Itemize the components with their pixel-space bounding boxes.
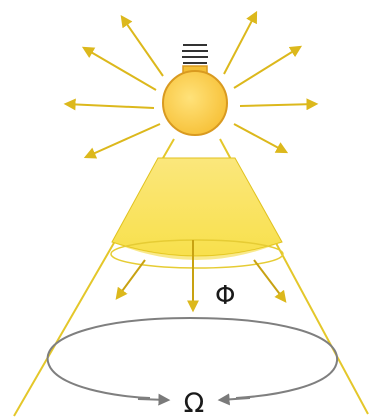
light-bulb-icon (163, 45, 227, 135)
solid-angle-ellipse (48, 318, 337, 398)
light-beam (14, 139, 368, 416)
ray-up-left (122, 17, 163, 76)
ray-right (240, 104, 316, 106)
solid-angle-arrow-right (220, 398, 250, 400)
solid-angle-label: Ω (184, 388, 205, 419)
ray-upper-right (234, 47, 300, 88)
flux-label: Φ (215, 281, 235, 311)
ray-up-right (224, 13, 256, 74)
bulb-base (182, 45, 208, 63)
flux-arrow-right (254, 260, 285, 301)
bulb-glass (163, 71, 227, 135)
flux-arrow-left (117, 260, 145, 298)
ray-lower-left (86, 124, 160, 157)
beam-cone (112, 158, 282, 256)
ray-left (66, 104, 154, 108)
ray-upper-left (84, 48, 156, 90)
ray-lower-right (234, 124, 286, 152)
solid-angle-arrow-left (138, 399, 168, 400)
